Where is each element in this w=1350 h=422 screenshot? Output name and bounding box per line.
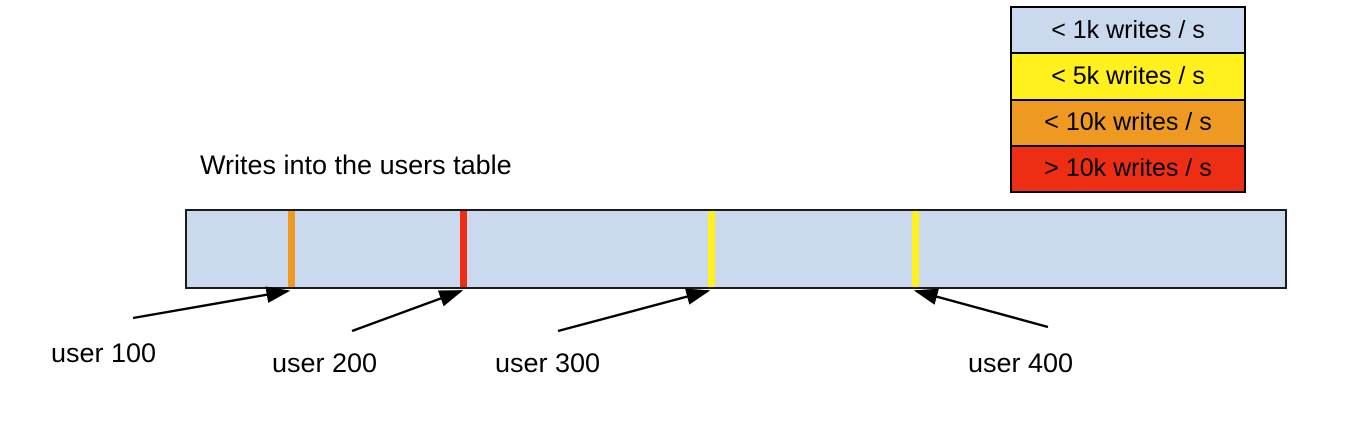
callout-label-user-200: user 200 [272,348,378,378]
legend-item-label: < 10k writes / s [1044,108,1212,137]
callout-label-user-300: user 300 [495,348,601,378]
stripe-user-400 [912,211,919,287]
arrow-user-400 [913,288,1049,329]
users-table-bar [185,209,1287,289]
legend-item-label: > 10k writes / s [1044,154,1212,183]
legend: < 1k writes / s < 5k writes / s < 10k wr… [1010,6,1246,193]
arrow-user-100 [132,286,291,320]
stripe-user-200 [460,211,467,287]
legend-item-gt-10k: > 10k writes / s [1012,146,1244,191]
legend-item-lt-1k: < 1k writes / s [1012,8,1244,55]
legend-item-label: < 5k writes / s [1051,61,1205,90]
legend-item-label: < 1k writes / s [1051,15,1205,44]
stripe-user-100 [288,211,295,287]
arrow-user-200 [351,289,464,333]
chart-title: Writes into the users table [200,150,512,180]
callout-label-user-400: user 400 [968,348,1074,378]
stripe-user-300 [708,211,715,287]
arrow-user-300 [557,288,711,333]
callout-label-user-100: user 100 [51,338,157,368]
legend-item-lt-5k: < 5k writes / s [1012,54,1244,101]
legend-item-lt-10k: < 10k writes / s [1012,100,1244,147]
